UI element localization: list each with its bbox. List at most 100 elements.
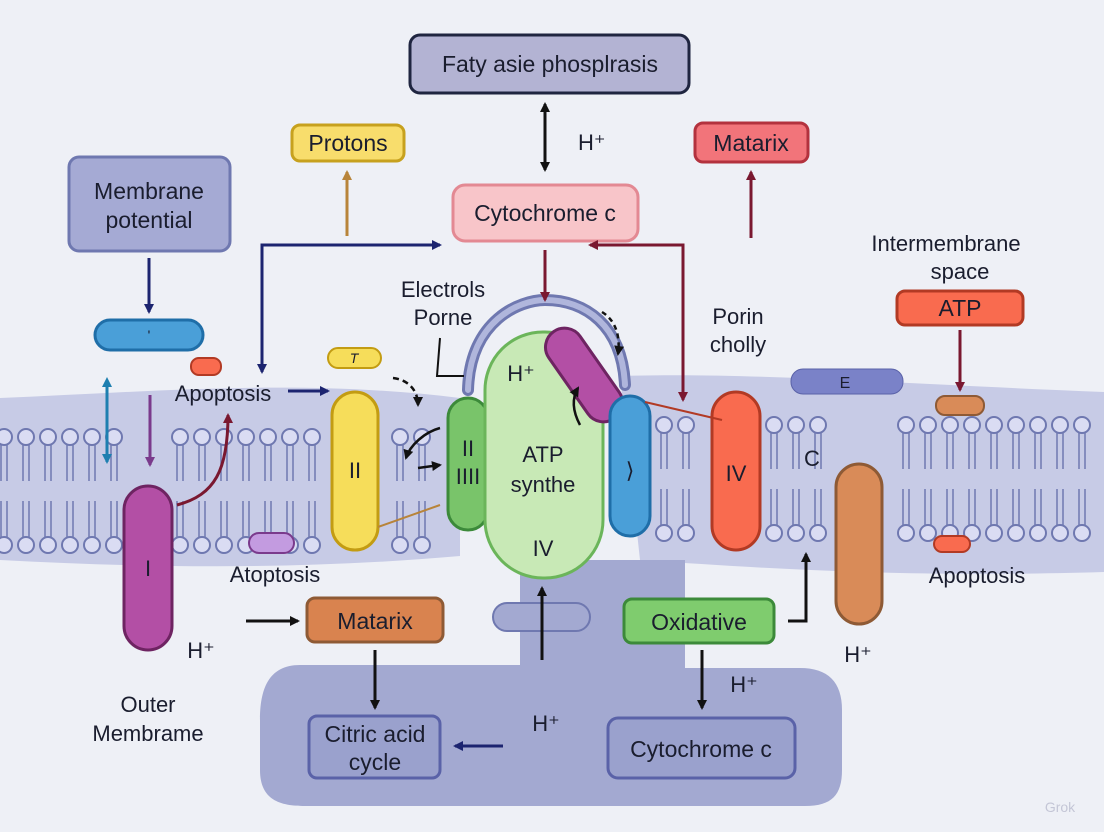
electrols-label-2: Porne bbox=[414, 305, 473, 330]
complex-iii-label-1: II bbox=[462, 436, 474, 461]
cytochrome-bottom-label: Cytochrome c bbox=[630, 736, 772, 762]
atp-box-label: ATP bbox=[938, 295, 981, 321]
lipid-head bbox=[215, 536, 233, 554]
lipid-head bbox=[1029, 524, 1047, 542]
small-orange-carrier bbox=[190, 357, 222, 376]
lipid-head bbox=[61, 428, 79, 446]
cytochrome-bottom-box bbox=[606, 716, 797, 780]
curl-arrow-4 bbox=[569, 386, 582, 426]
lipid-head bbox=[787, 416, 805, 434]
lipid-head bbox=[655, 524, 673, 542]
lipid-head bbox=[259, 428, 277, 446]
arrow-oxidative-up bbox=[788, 552, 811, 623]
membrane-potential-label-2: potential bbox=[106, 207, 193, 233]
lipid-head bbox=[919, 416, 937, 434]
connector-red bbox=[644, 401, 723, 421]
lipid-head bbox=[39, 536, 57, 554]
lipid-head bbox=[39, 428, 57, 446]
lipid-head bbox=[655, 416, 673, 434]
oxidative-label: Oxidative bbox=[651, 609, 747, 635]
top-box bbox=[408, 33, 691, 95]
lipid-head bbox=[303, 536, 321, 554]
atp-synthase-h-label: H⁺ bbox=[507, 361, 535, 386]
watermark: Grok bbox=[1045, 799, 1076, 815]
lipid-head bbox=[897, 524, 915, 542]
e-tag bbox=[790, 368, 904, 395]
cytochrome-top-box bbox=[451, 183, 640, 243]
complex-iv-label: IV bbox=[726, 461, 747, 486]
complex-iv bbox=[710, 390, 762, 552]
lipid-head bbox=[193, 428, 211, 446]
h-plus-left: H⁺ bbox=[187, 638, 215, 663]
apoptosis-right-label: Apoptosis bbox=[929, 563, 1026, 588]
top-box-label: Faty asie phosplrasis bbox=[442, 51, 658, 77]
electrols-pointer bbox=[435, 337, 464, 377]
lipid-head bbox=[0, 536, 13, 554]
lipid-head bbox=[1073, 416, 1091, 434]
complex-i bbox=[122, 484, 174, 652]
lipid-head bbox=[17, 428, 35, 446]
lipid-bilayer bbox=[0, 416, 1091, 554]
lipid-head bbox=[237, 428, 255, 446]
matarix-bottom-box bbox=[305, 596, 445, 644]
lipid-head bbox=[0, 428, 13, 446]
cytochrome-top-label: Cytochrome c bbox=[474, 200, 616, 226]
lipid-head bbox=[941, 416, 959, 434]
blue-subunit bbox=[608, 394, 652, 538]
protons-box bbox=[290, 123, 406, 163]
citric-acid-label-2: cycle bbox=[349, 749, 401, 775]
complex-iii-label-2: IIII bbox=[456, 464, 480, 489]
lipid-head bbox=[215, 428, 233, 446]
h-plus-mid-right: H⁺ bbox=[730, 672, 758, 697]
lipid-head bbox=[83, 428, 101, 446]
curl-arrow-1 bbox=[392, 376, 423, 407]
lipid-head bbox=[1051, 524, 1069, 542]
curl-arrow-2 bbox=[403, 426, 441, 460]
lipid-head bbox=[677, 524, 695, 542]
lipid-head bbox=[1029, 416, 1047, 434]
lipid-head bbox=[1007, 416, 1025, 434]
lipid-head bbox=[391, 536, 409, 554]
citric-acid-box bbox=[307, 714, 442, 780]
lipid-head bbox=[897, 416, 915, 434]
lipid-head bbox=[765, 524, 783, 542]
lipid-head bbox=[413, 536, 431, 554]
membrane-potential-label-1: Membrane bbox=[94, 178, 204, 204]
lipid-head bbox=[787, 524, 805, 542]
intermembrane-label-1: Intermembrane bbox=[871, 231, 1020, 256]
t-tag-label: T bbox=[350, 350, 360, 366]
lipid-head bbox=[809, 524, 827, 542]
atp-synthase-label-2: synthe bbox=[511, 472, 576, 497]
c-label: C bbox=[804, 446, 820, 471]
small-lavender-carrier bbox=[248, 532, 295, 554]
h-plus-right: H⁺ bbox=[844, 642, 872, 667]
porin-label-1: Porin bbox=[712, 304, 763, 329]
lipid-head bbox=[391, 428, 409, 446]
lipid-head bbox=[809, 416, 827, 434]
connector-brown bbox=[377, 504, 441, 528]
lipid-head bbox=[985, 524, 1003, 542]
blue-subunit-label: ⟩ bbox=[626, 458, 635, 483]
complex-ii-label: II bbox=[349, 458, 361, 483]
lipid-head bbox=[171, 428, 189, 446]
lipid-head bbox=[677, 416, 695, 434]
small-blue-carrier bbox=[93, 318, 205, 352]
matarix-top-label: Matarix bbox=[713, 130, 789, 156]
oxidative-box bbox=[622, 597, 776, 645]
small-orange-carrier-right bbox=[933, 535, 971, 553]
lipid-head bbox=[963, 416, 981, 434]
outer-membrane-label-1: Outer bbox=[120, 692, 175, 717]
atp-synthase-label-1: ATP bbox=[522, 442, 563, 467]
lipid-head bbox=[61, 536, 79, 554]
lipid-head bbox=[919, 524, 937, 542]
complex-ii bbox=[330, 390, 380, 552]
apoptosis-left-label: Apoptosis bbox=[175, 381, 272, 406]
porin-label-2: cholly bbox=[710, 332, 766, 357]
matarix-top-box bbox=[693, 121, 810, 164]
arrow-purple-curve bbox=[176, 413, 233, 507]
lipid-head bbox=[303, 428, 321, 446]
lipid-head bbox=[1007, 524, 1025, 542]
lipid-head bbox=[963, 524, 981, 542]
